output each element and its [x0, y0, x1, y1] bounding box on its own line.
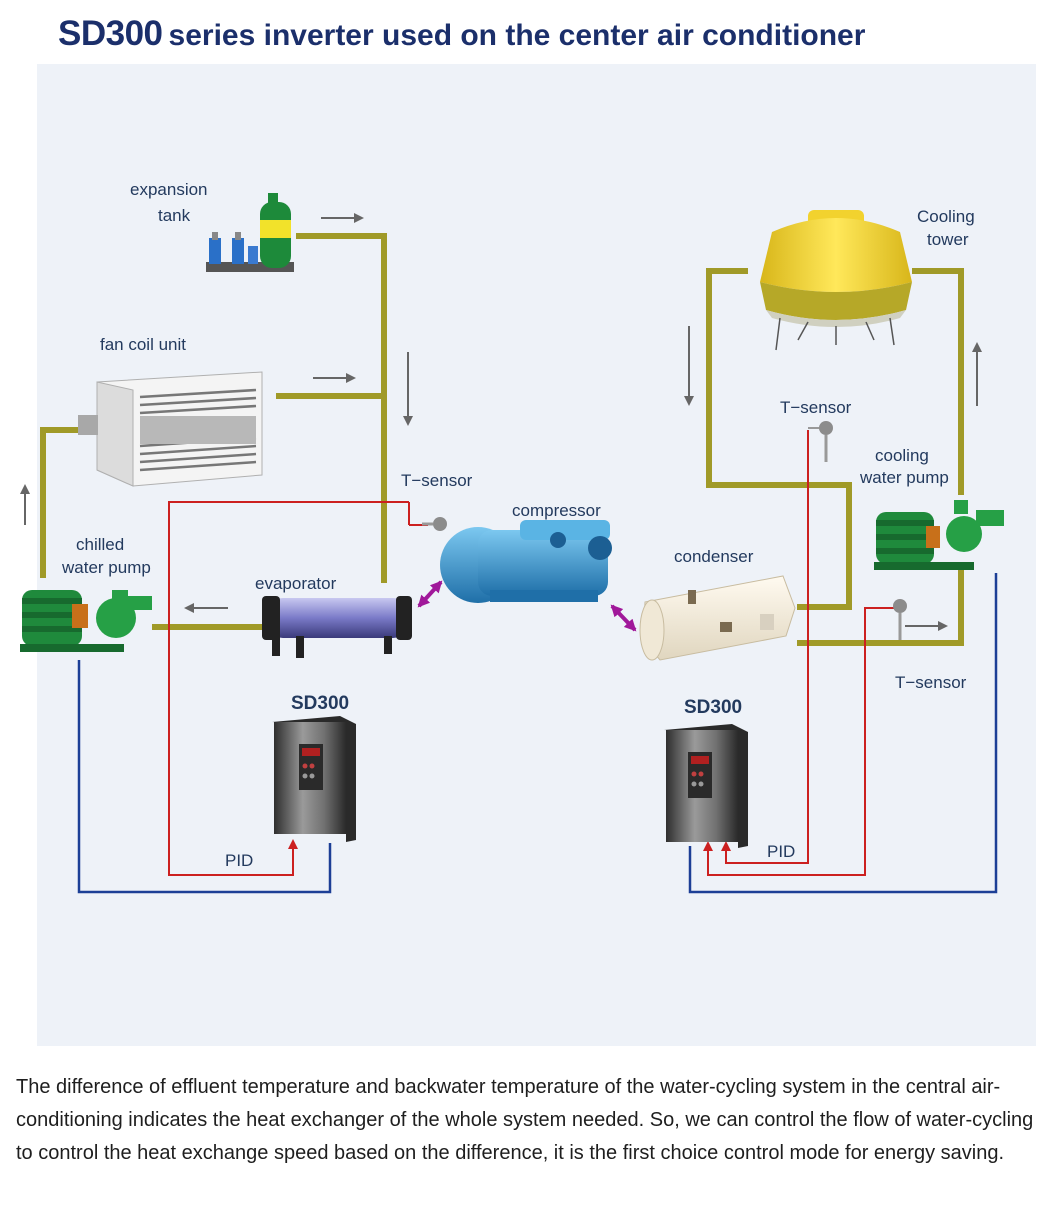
chilled-water-pipes — [40, 233, 387, 630]
expansion-tank-icon — [206, 193, 294, 272]
cooling-tower-icon — [760, 210, 912, 351]
refrigerant-arrows — [417, 580, 637, 632]
label-evaporator: evaporator — [255, 574, 337, 593]
label-t-sensor-bottom-right: T−sensor — [895, 673, 967, 692]
label-expansion-tank-line1: expansion — [130, 180, 208, 199]
evaporator-icon — [262, 596, 412, 658]
title-text: series inverter used on the center air c… — [168, 19, 866, 52]
label-inverter-right: SD300 — [684, 697, 742, 718]
label-chilled-water-pump-line1: chilled — [76, 535, 124, 554]
pid-signal-lines — [168, 430, 897, 876]
label-cooling-water-pump-line2: water pump — [859, 468, 949, 487]
inverter-icon — [664, 724, 748, 848]
label-pid-left: PID — [225, 851, 253, 870]
label-t-sensor-top-right: T−sensor — [780, 398, 852, 417]
t-sensor-icon — [808, 421, 833, 462]
inverter-icon — [272, 716, 356, 842]
condenser-icon — [639, 575, 796, 661]
description-paragraph: The difference of effluent temperature a… — [16, 1076, 1034, 1164]
t-sensor-icon — [422, 517, 447, 531]
inverter-control-lines — [77, 573, 998, 894]
label-condenser: condenser — [674, 547, 754, 566]
label-cooling-tower-line1: Cooling — [917, 207, 975, 226]
label-cooling-tower-line2: tower — [927, 230, 969, 249]
title-brand: SD300 — [58, 14, 163, 53]
compressor-icon — [440, 520, 612, 603]
chilled-water-pump-icon — [20, 590, 152, 652]
label-cooling-water-pump-line1: cooling — [875, 446, 929, 465]
label-fan-coil-unit: fan coil unit — [100, 335, 186, 354]
cooling-water-pump-icon — [874, 500, 1004, 570]
label-chilled-water-pump-line2: water pump — [61, 558, 151, 577]
t-sensor-icon — [893, 599, 907, 640]
label-compressor: compressor — [512, 501, 601, 520]
label-inverter-left: SD300 — [291, 693, 349, 714]
flow-arrows — [20, 213, 982, 631]
cooling-water-pipes — [706, 268, 964, 646]
label-pid-right: PID — [767, 842, 795, 861]
fan-coil-unit-icon — [78, 371, 263, 487]
label-t-sensor-left: T−sensor — [401, 471, 473, 490]
label-expansion-tank-line2: tank — [158, 206, 191, 225]
